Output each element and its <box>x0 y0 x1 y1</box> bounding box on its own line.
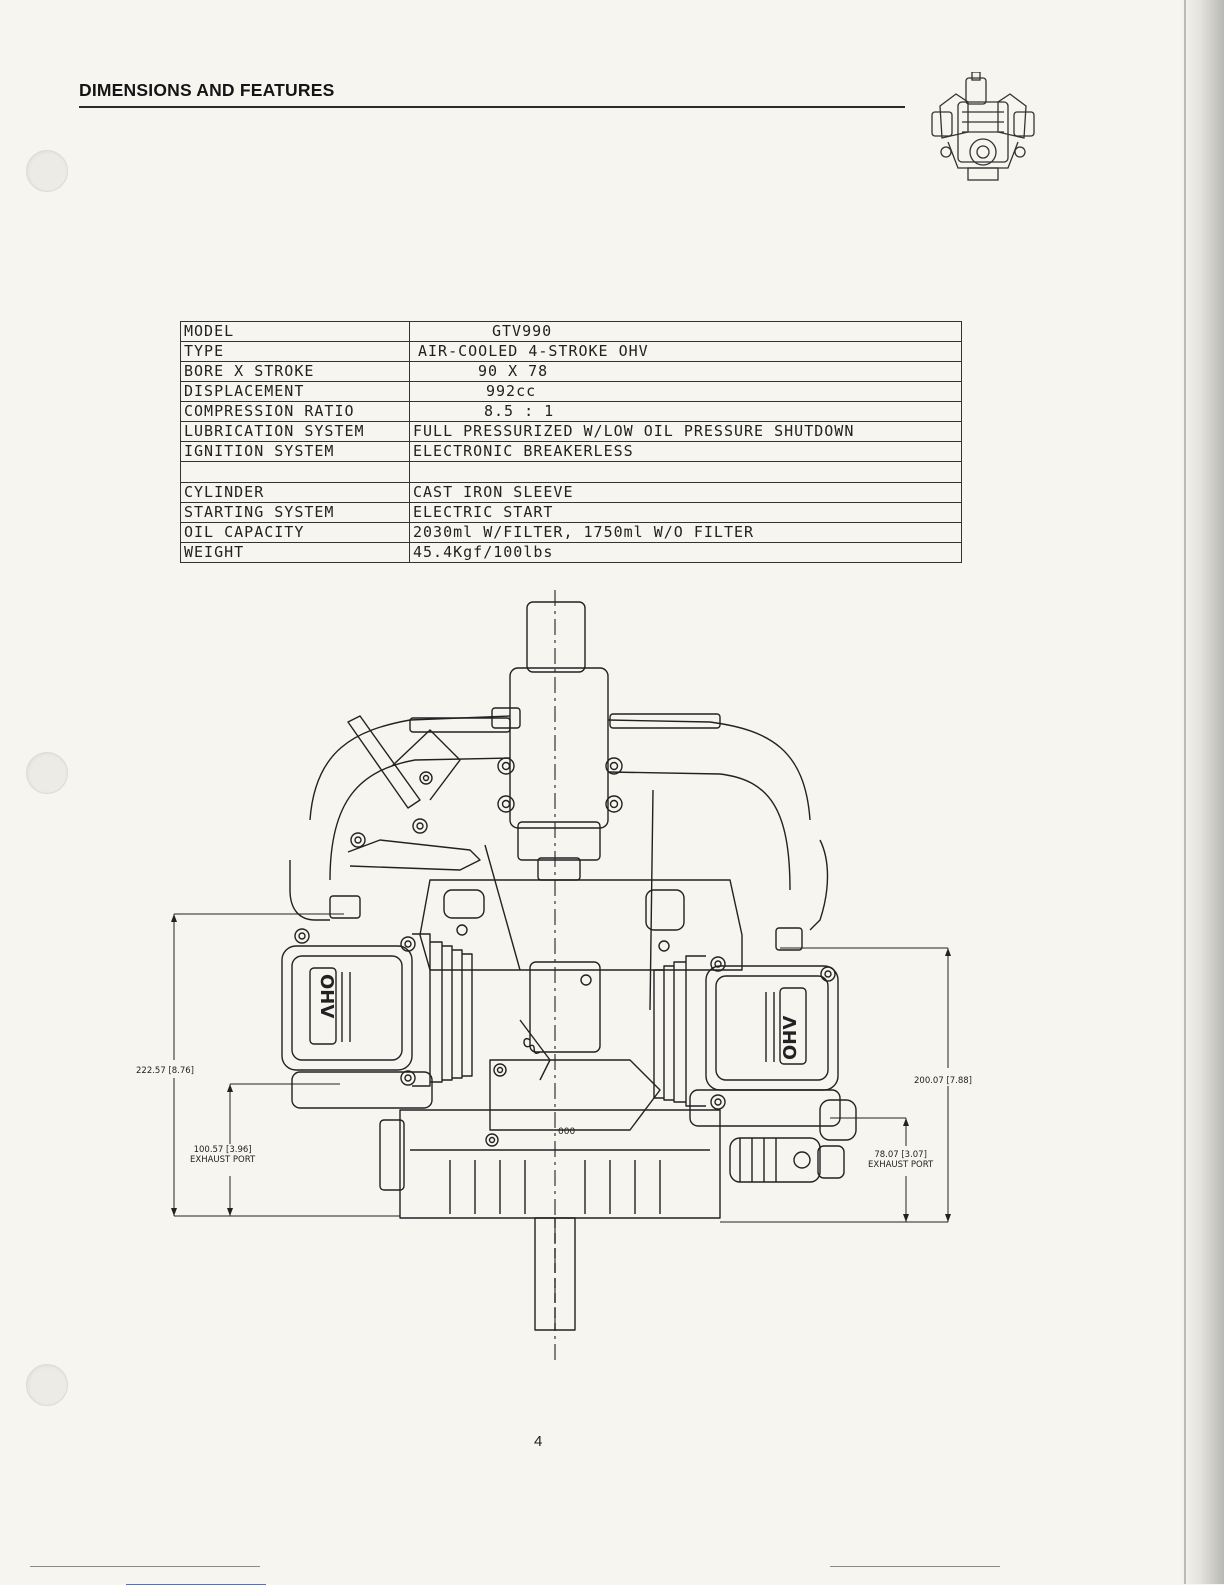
right-exhaust-dimension-value: 78.07 [3.07] <box>874 1150 927 1160</box>
spec-value: ELECTRIC START <box>409 502 962 523</box>
footer-rule-right <box>830 1566 1000 1567</box>
spec-value: AIR-COOLED 4-STROKE OHV <box>409 341 962 362</box>
left-exhaust-dimension-value: 100.57 [3.96] <box>193 1145 252 1155</box>
spec-value: 2030ml W/FILTER, 1750ml W/O FILTER <box>409 522 962 543</box>
spec-value: GTV990 <box>409 321 962 342</box>
right-overall-dimension: 200.07 [7.88] <box>914 1076 973 1086</box>
spec-label: WEIGHT <box>180 542 410 563</box>
scanned-page-edge <box>1180 0 1224 1584</box>
punch-hole <box>26 150 68 192</box>
spec-label: CYLINDER <box>180 482 410 503</box>
spec-value: 992cc <box>409 381 962 402</box>
footer-rule-left <box>30 1566 260 1567</box>
spec-value: 90 X 78 <box>409 361 962 382</box>
title-rule <box>79 106 905 108</box>
spec-value: ELECTRONIC BREAKERLESS <box>409 441 962 462</box>
right-exhaust-dimension-caption: EXHAUST PORT <box>868 1160 934 1170</box>
spec-value: FULL PRESSURIZED W/LOW OIL PRESSURE SHUT… <box>409 421 962 442</box>
right-valve-cover-mark: OHV <box>780 1016 801 1060</box>
spec-label: TYPE <box>180 341 410 362</box>
spec-value: CAST IRON SLEEVE <box>409 482 962 503</box>
spec-value: 45.4Kgf/100lbs <box>409 542 962 563</box>
spec-label: STARTING SYSTEM <box>180 502 410 523</box>
right-exhaust-dimension: 78.07 [3.07] EXHAUST PORT <box>868 1150 933 1170</box>
spec-label: MODEL <box>180 321 410 342</box>
spec-label: LUBRICATION SYSTEM <box>180 421 410 442</box>
spec-label <box>180 461 410 483</box>
left-exhaust-dimension: 100.57 [3.96] EXHAUST PORT <box>190 1145 255 1165</box>
binding-edge-line <box>1184 0 1186 1584</box>
spec-label: COMPRESSION RATIO <box>180 401 410 422</box>
left-exhaust-dimension-caption: EXHAUST PORT <box>190 1155 256 1165</box>
spec-label: DISPLACEMENT <box>180 381 410 402</box>
left-overall-dimension: 222.57 [8.76] <box>136 1066 195 1076</box>
section-title: DIMENSIONS AND FEATURES <box>79 80 335 100</box>
spec-label: IGNITION SYSTEM <box>180 441 410 462</box>
spec-label: OIL CAPACITY <box>180 522 410 543</box>
engine-thumbnail-icon <box>931 72 1035 181</box>
spec-row <box>180 461 962 483</box>
punch-hole <box>26 752 68 794</box>
punch-hole <box>26 1364 68 1406</box>
spec-label: BORE X STROKE <box>180 361 410 382</box>
page-number: 4 <box>534 1433 543 1450</box>
spec-value <box>409 461 962 483</box>
left-valve-cover-mark: OHV <box>316 974 337 1018</box>
spec-value: 8.5 : 1 <box>409 401 962 422</box>
part-number-mark: 000 <box>558 1127 575 1137</box>
engine-dimension-drawing: OHV OHV 000 <box>171 590 951 1365</box>
